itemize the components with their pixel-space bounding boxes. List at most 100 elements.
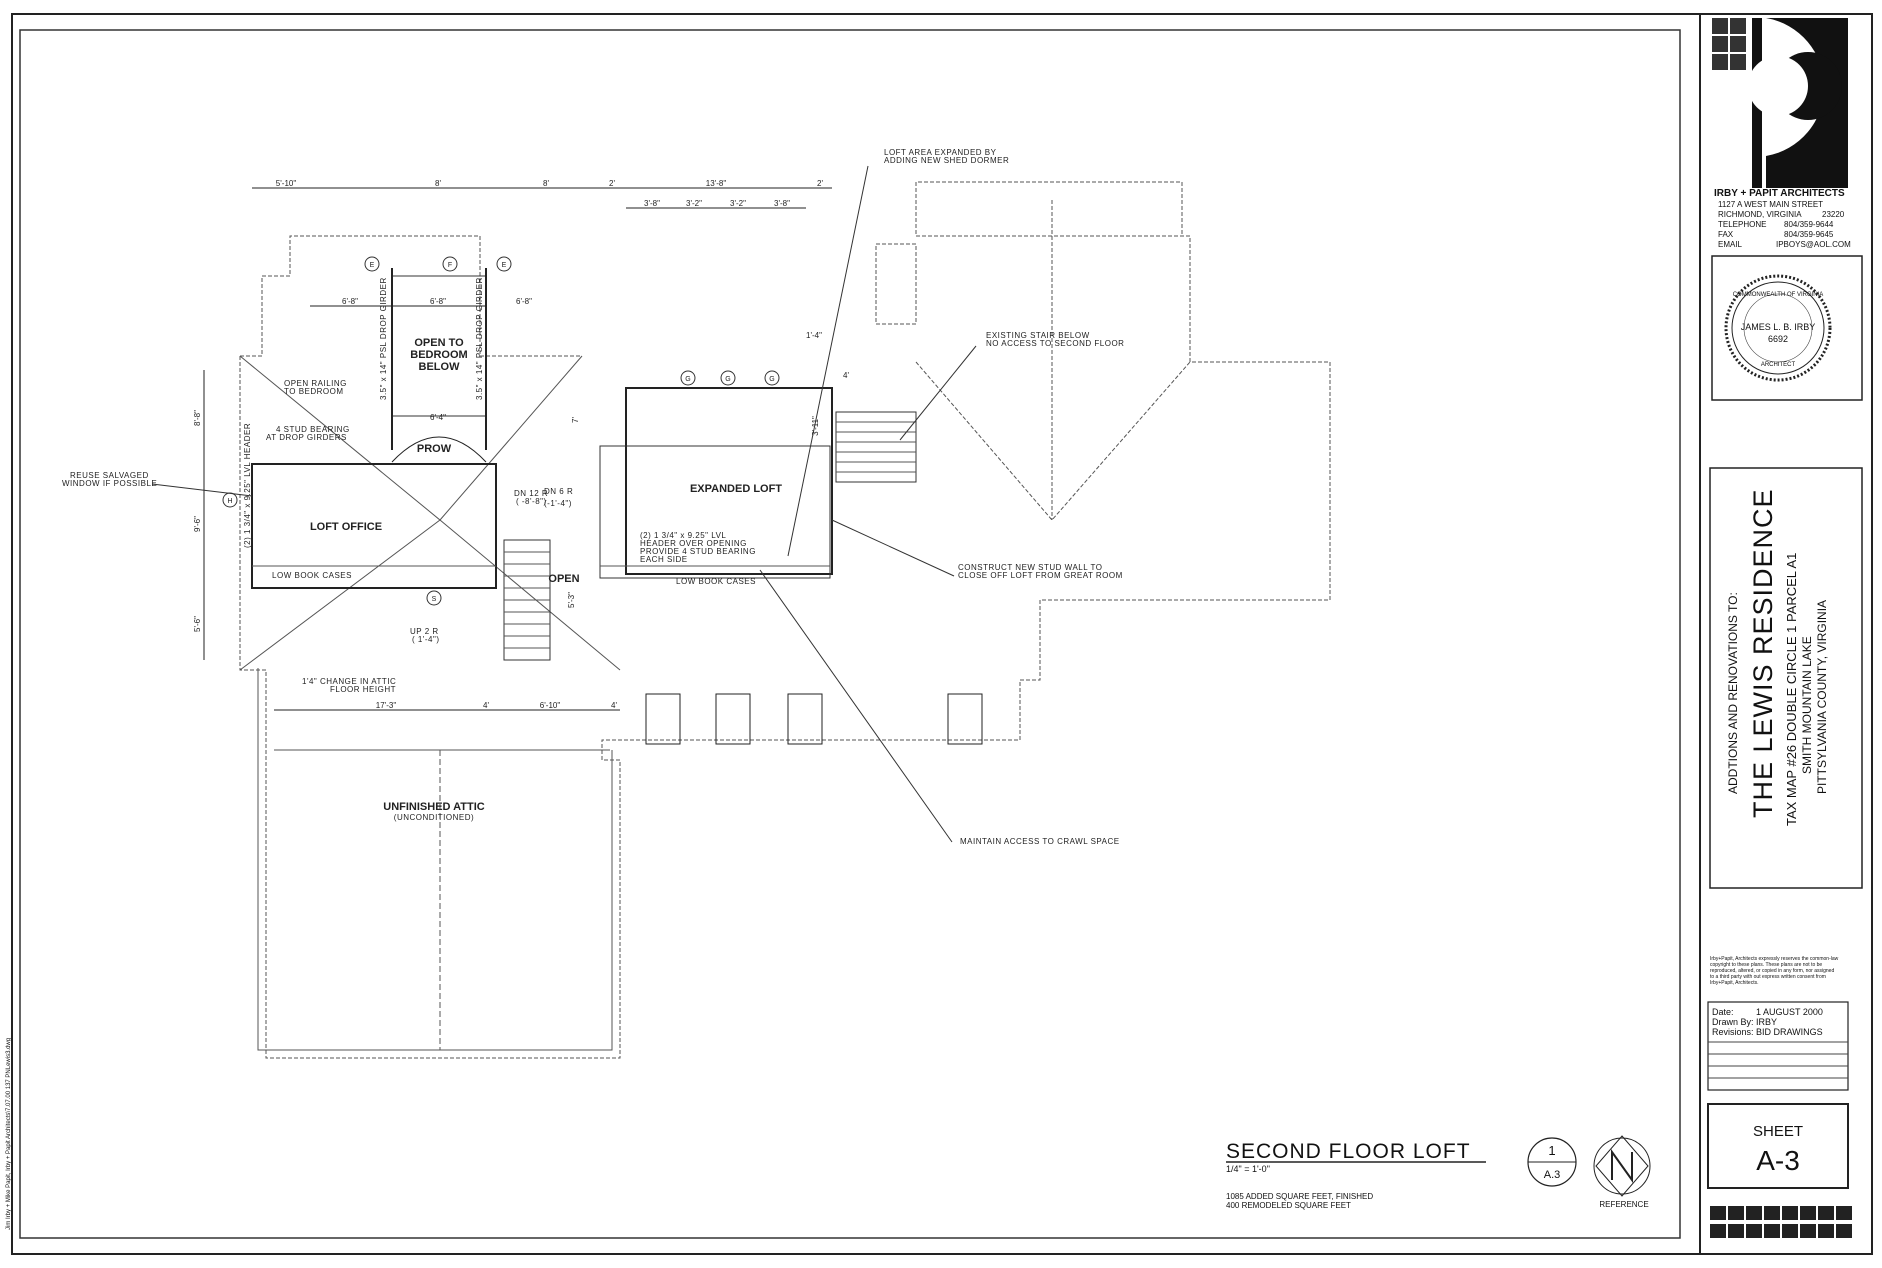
- note-dn-12r-2: ( -8'-8"): [516, 497, 547, 506]
- seal-top-text: COMMONWEALTH OF VIRGINIA: [1733, 292, 1824, 298]
- leader-crawl: [759, 569, 953, 843]
- room-prow: PROW: [417, 443, 452, 455]
- room-open-to-bedroom-1: OPEN TO: [414, 337, 464, 349]
- dimension-labels: 5'-10" 8' 8' 2' 13'-8" 2' 3'-8" 3'-2" 3'…: [193, 179, 849, 710]
- firm-email-label: EMAIL: [1718, 240, 1743, 249]
- hip-line-2: [239, 519, 621, 671]
- dim-bottom-1: 17'-3": [376, 701, 397, 710]
- firm-telephone: 804/359-9644: [1784, 220, 1834, 229]
- grid-marker-f-label: F: [448, 262, 452, 269]
- grid-marker-labels: E F E G G G H S: [227, 262, 774, 603]
- sheet-number-box: SHEET A-3: [1707, 1103, 1849, 1189]
- leader-wall: [831, 519, 955, 577]
- note-open-railing-2: TO BEDROOM: [284, 387, 344, 396]
- firm-fax-label: FAX: [1718, 230, 1734, 239]
- north-arrow-icon: [1593, 1135, 1651, 1197]
- project-info: ADDTIONS AND RENOVATIONS TO: THE LEWIS R…: [1726, 488, 1829, 826]
- copyright-line-5: Irby+Papit, Architects.: [1710, 980, 1759, 986]
- info-table: Date: 1 AUGUST 2000 Drawn By: IRBY Revis…: [1707, 1001, 1849, 1091]
- dim-left-2: 9'-6": [193, 516, 202, 532]
- room-open: OPEN: [548, 573, 579, 585]
- note-reuse-window-2: WINDOW IF POSSIBLE: [62, 479, 157, 488]
- note-stud-bearing-2: AT DROP GIRDERS: [266, 433, 347, 442]
- project-line-3: PITTSYLVANIA COUNTY, VIRGINIA: [1815, 600, 1829, 794]
- dim-sub-1: 3'-8": [644, 199, 660, 208]
- dim-right-3: 3'-11": [811, 416, 820, 436]
- grid-marker-g1: [680, 370, 696, 386]
- dim-bottom-4: 4': [611, 701, 617, 710]
- note-construct-wall-1: CONSTRUCT NEW STUD WALL TO: [958, 563, 1102, 572]
- grid-marker-g2-label: G: [725, 376, 730, 383]
- room-open-to-bedroom-2: BEDROOM: [410, 349, 467, 361]
- dim-right-2: 4': [843, 371, 849, 380]
- dim-girder-3: 6'-8": [516, 297, 532, 306]
- room-expanded-loft: EXPANDED LOFT: [690, 483, 782, 495]
- grid-marker-s-label: S: [432, 596, 437, 603]
- detail-sheet-ref: A.3: [1544, 1169, 1561, 1181]
- room-unfinished-attic: UNFINISHED ATTIC: [383, 801, 484, 813]
- firm-fax: 804/359-9645: [1784, 230, 1834, 239]
- room-sub-labels: (UNCONDITIONED) LOW BOOK CASES LOW BOOK …: [272, 571, 756, 822]
- grid-marker-e1-label: E: [370, 262, 375, 269]
- firm-name: IRBY + PAPIT ARCHITECTS: [1714, 188, 1845, 199]
- note-up-2r-1: UP 2 R: [410, 627, 439, 636]
- seal-number: 6692: [1768, 334, 1788, 344]
- grid-marker-g1-label: G: [685, 376, 690, 383]
- note-stud-bearing-1: 4 STUD BEARING: [276, 425, 350, 434]
- dim-stair: 5'-3": [567, 592, 576, 608]
- project-line-1: TAX MAP #26 DOUBLE CIRCLE 1 PARCEL A1: [1784, 553, 1799, 826]
- drawing-title-block: SECOND FLOOR LOFT 1/4" = 1'-0" 1 A.3 REF…: [6, 1038, 1651, 1230]
- note-header-3: PROVIDE 4 STUD BEARING: [640, 547, 756, 556]
- room-open-to-bedroom-3: BELOW: [419, 361, 461, 373]
- drawn-by-value: IRBY: [1756, 1017, 1777, 1027]
- floor-plan: [151, 165, 1331, 1059]
- project-frame: [1709, 467, 1863, 889]
- dim-girder-2: 6'-8": [430, 297, 446, 306]
- sheet-number: A-3: [1756, 1145, 1800, 1176]
- dim-top-4: 2': [609, 179, 615, 188]
- prow-arc: [391, 436, 487, 463]
- note-loft-area-2: ADDING NEW SHED DORMER: [884, 156, 1009, 165]
- drawing-scale: 1/4" = 1'-0": [1226, 1164, 1270, 1174]
- grid-marker-e2-label: E: [502, 262, 507, 269]
- firm-telephone-label: TELEPHONE: [1718, 220, 1766, 229]
- project-line-2: SMITH MOUNTAIN LAKE: [1800, 636, 1814, 774]
- dim-right-4: 7': [571, 417, 580, 423]
- dormer: [875, 243, 917, 325]
- note-construct-wall-2: CLOSE OFF LOFT FROM GREAT ROOM: [958, 571, 1123, 580]
- dim-top-1: 5'-10": [276, 179, 297, 188]
- room-loft-office: LOFT OFFICE: [310, 521, 382, 533]
- grid-marker-g3-label: G: [769, 376, 774, 383]
- note-crawl-space: MAINTAIN ACCESS TO CRAWL SPACE: [960, 837, 1120, 846]
- dim-right-1: 1'-4": [806, 331, 822, 340]
- drawn-by-label: Drawn By:: [1712, 1017, 1754, 1027]
- grid-marker-g3: [764, 370, 780, 386]
- revisions-value: BID DRAWINGS: [1756, 1027, 1823, 1037]
- dim-girder-1: 6'-8": [342, 297, 358, 306]
- note-girder-1: 3.5" x 14" PSL DROP GIRDER: [379, 277, 388, 400]
- dim-top-2: 8': [435, 179, 441, 188]
- date-label: Date:: [1712, 1007, 1734, 1017]
- area-note-2: 400 REMODELED SQUARE FEET: [1226, 1201, 1351, 1210]
- outer-border: [11, 13, 1873, 1255]
- leader-window: [151, 483, 253, 497]
- leader-loft-area: [787, 165, 869, 557]
- stair-lower: [503, 539, 551, 661]
- note-existing-stair-2: NO ACCESS TO SECOND FLOOR: [986, 339, 1124, 348]
- note-dn-6r-2: (-1'-4"): [544, 499, 572, 508]
- note-lvl-header: (2) 1 3/4" x 9.25" LVL HEADER: [243, 423, 252, 548]
- stair-existing: [835, 411, 917, 483]
- note-attic-change-2: FLOOR HEIGHT: [330, 685, 396, 694]
- expanded-loft-inner: [599, 445, 831, 579]
- crawl-opening-1: [645, 693, 681, 745]
- note-dn-12r-1: DN 12 R: [514, 489, 548, 498]
- dim-sub-3: 3'-2": [730, 199, 746, 208]
- seal-name: JAMES L. B. IRBY: [1741, 322, 1816, 332]
- low-book-cases-2: LOW BOOK CASES: [676, 577, 756, 586]
- room-labels: OPEN TO BEDROOM BELOW PROW LOFT OFFICE E…: [310, 337, 782, 813]
- copyright-line-3: reproduced, altered, or copied in any fo…: [1710, 968, 1834, 974]
- dim-sub-2: 3'-2": [686, 199, 702, 208]
- drawing-title: SECOND FLOOR LOFT: [1226, 1140, 1471, 1163]
- revisions-label: Revisions:: [1712, 1027, 1754, 1037]
- room-unconditioned: (UNCONDITIONED): [394, 813, 474, 822]
